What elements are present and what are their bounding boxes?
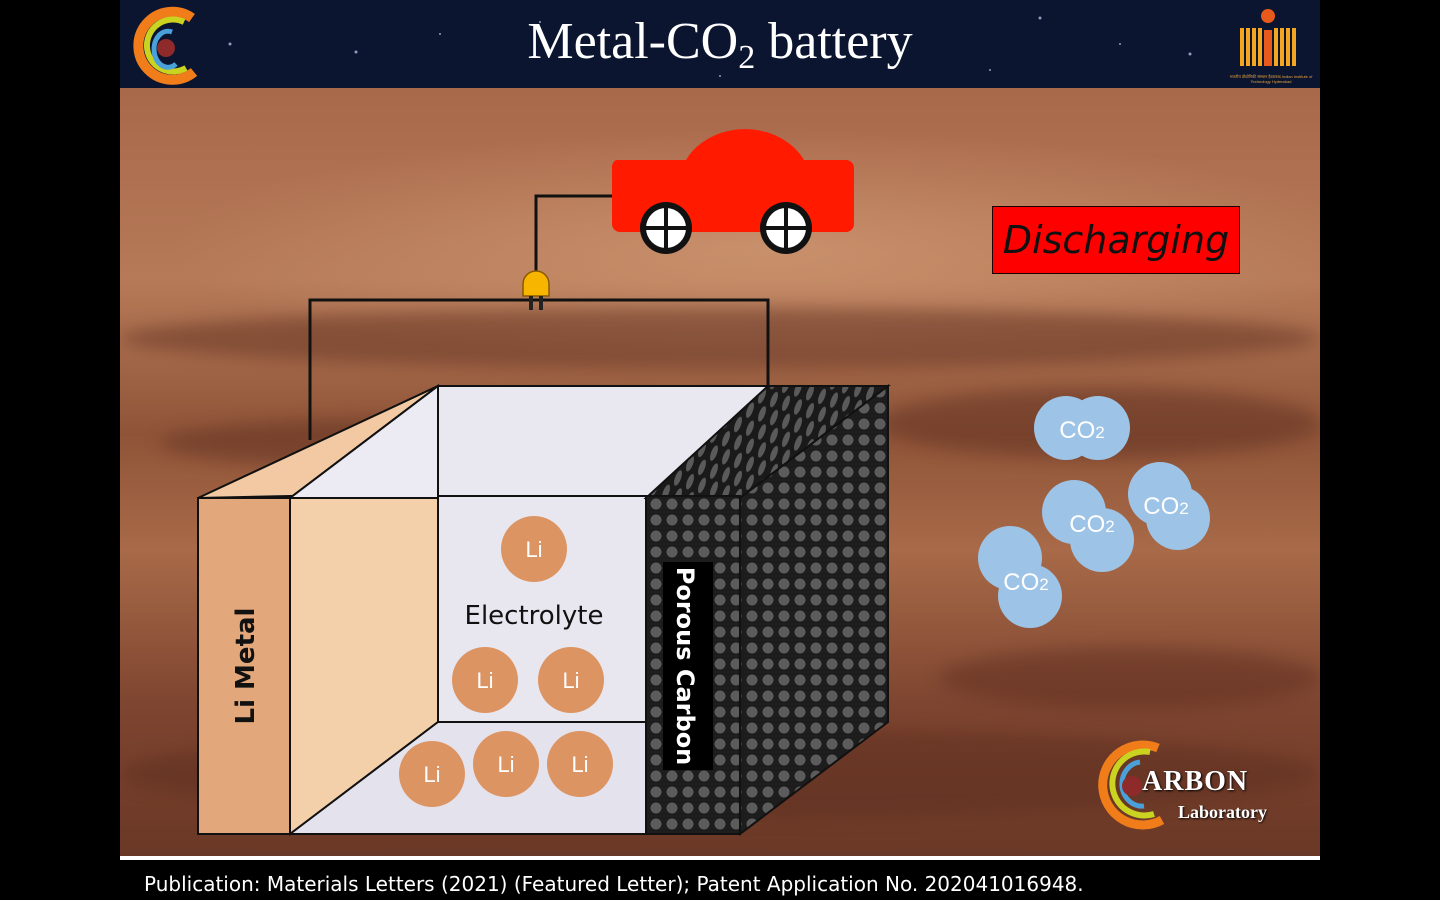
slide-header: Metal-CO2 battery भारतीय प्रौद्योगिकी सं… [120, 0, 1320, 88]
bulb-icon [522, 270, 550, 310]
battery-diagram: Li Li Li Li Li Li Electrolyte Li Metal P… [197, 129, 1210, 837]
publication-footer: Publication: Materials Letters (2021) (F… [144, 872, 1084, 896]
electrolyte-label: Electrolyte [465, 601, 604, 631]
svg-text:CO2: CO2 [1143, 493, 1188, 520]
circuit-wire [308, 194, 770, 440]
svg-text:Li: Li [571, 752, 588, 777]
co2-molecule: CO2 [1042, 480, 1134, 572]
li-ion-group: Li Li Li Li Li Li [399, 516, 613, 807]
svg-text:CO2: CO2 [1059, 417, 1104, 444]
co2-molecule: CO2 [1034, 396, 1130, 460]
co2-molecule-group: CO2 CO2 CO2 CO2 [978, 396, 1210, 628]
slide: Metal-CO2 battery भारतीय प्रौद्योगिकी सं… [120, 0, 1320, 900]
li-ion: Li [538, 647, 604, 713]
crescent-c-logo [133, 6, 198, 85]
li-ion: Li [473, 731, 539, 797]
porous-carbon-label: Porous Carbon [671, 567, 699, 766]
title-subscript: 2 [738, 39, 756, 76]
co2-molecule: CO2 [1128, 462, 1210, 550]
title-prefix: Metal-CO [527, 13, 739, 70]
li-metal-label: Li Metal [231, 608, 261, 725]
svg-text:Li: Li [562, 668, 579, 693]
li-ion: Li [501, 516, 567, 582]
carbon-lab-logo [1098, 740, 1165, 830]
carbon-lab-wordmark: ARBON [1142, 766, 1249, 797]
slide-title: Metal-CO2 battery [120, 10, 1320, 90]
svg-text:Li: Li [423, 762, 440, 787]
discharging-status-label: Discharging [992, 206, 1240, 274]
li-ion: Li [399, 741, 465, 807]
li-ion: Li [452, 647, 518, 713]
iit-logo-caption: भारतीय प्रौद्योगिकी संस्थान हैदराबाद Ind… [1229, 74, 1313, 84]
porous-carbon-label-bg [663, 562, 713, 770]
car-icon [611, 129, 854, 254]
svg-text:Li: Li [525, 537, 542, 562]
svg-text:CO2: CO2 [1003, 569, 1048, 596]
svg-text:CO2: CO2 [1069, 511, 1114, 538]
svg-text:Li: Li [497, 752, 514, 777]
carbon-lab-subtitle: Laboratory [1178, 802, 1267, 822]
footer-divider [120, 856, 1320, 860]
co2-molecule: CO2 [978, 526, 1062, 628]
star-field [228, 16, 1192, 77]
li-ion: Li [547, 731, 613, 797]
svg-text:Li: Li [476, 668, 493, 693]
iit-hyderabad-logo [1240, 9, 1296, 66]
title-suffix: battery [755, 13, 913, 70]
